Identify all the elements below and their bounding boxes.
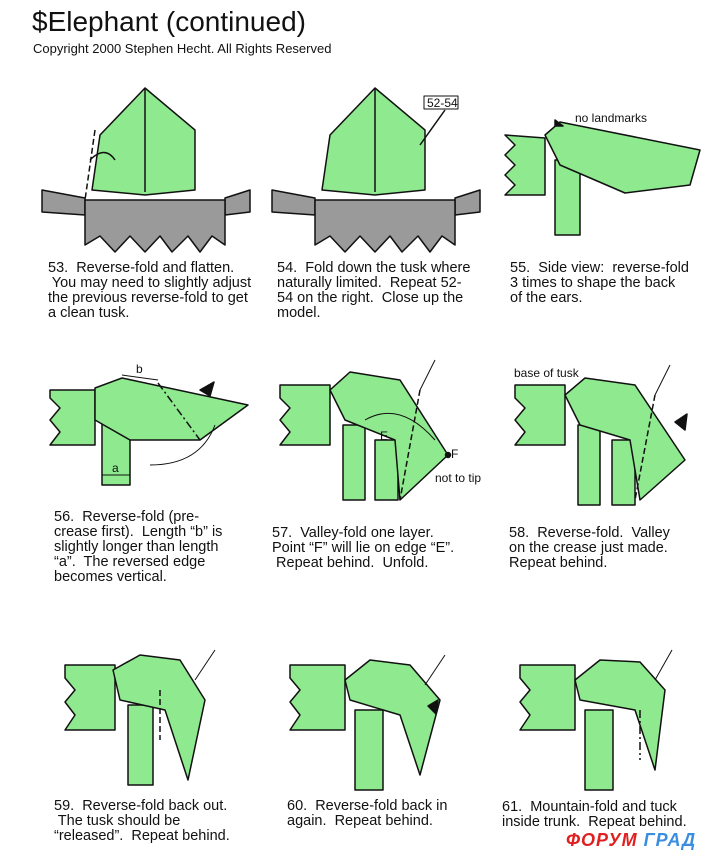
step-60-figure bbox=[289, 654, 446, 791]
f-label: F bbox=[451, 447, 458, 461]
no-landmarks-label: no landmarks bbox=[575, 111, 647, 125]
not-to-tip-label: not to tip bbox=[435, 471, 481, 485]
b-label: b bbox=[136, 362, 143, 376]
step-53-figure bbox=[41, 87, 251, 253]
ref-label: 52-54 bbox=[427, 96, 458, 110]
step-56-figure: b a bbox=[49, 362, 249, 486]
step-53-caption: 53. Reverse-fold and flatten. You may ne… bbox=[48, 260, 252, 321]
page-title: $Elephant (continued) bbox=[32, 6, 306, 37]
step-58-figure: base of tusk bbox=[514, 364, 688, 506]
base-of-tusk-label: base of tusk bbox=[514, 366, 580, 380]
step-54-figure: 52-54 bbox=[271, 87, 481, 253]
a-label: a bbox=[112, 461, 119, 475]
step-61-figure bbox=[519, 649, 673, 791]
step-55-figure: no landmarks bbox=[504, 111, 701, 236]
step-59-figure bbox=[64, 649, 216, 786]
step-56-caption: 56. Reverse-fold (pre-crease first). Len… bbox=[54, 509, 223, 585]
step-59-caption: 59. Reverse-fold back out. The tusk shou… bbox=[54, 798, 230, 844]
e-label: E bbox=[380, 429, 388, 443]
watermark: ФОРУМ ГРАД bbox=[566, 830, 697, 850]
step-57-figure: E F not to tip bbox=[279, 359, 481, 501]
copyright: Copyright 2000 Stephen Hecht. All Rights… bbox=[33, 41, 332, 56]
step-57-caption: 57. Valley-fold one layer.Point “F” will… bbox=[272, 525, 455, 571]
